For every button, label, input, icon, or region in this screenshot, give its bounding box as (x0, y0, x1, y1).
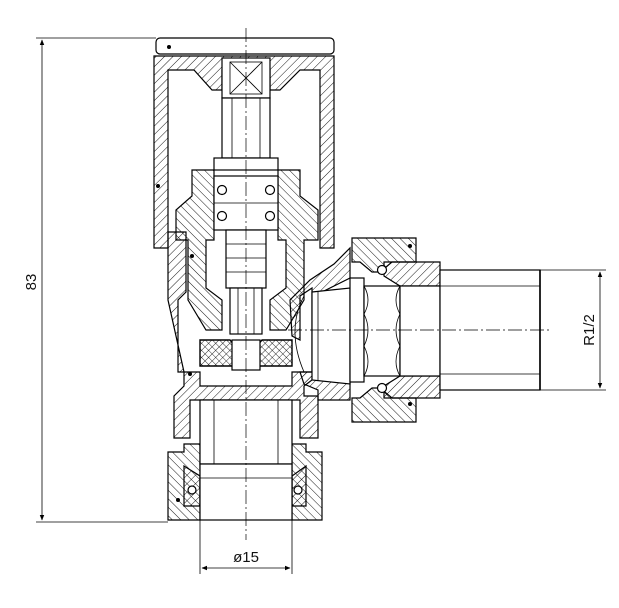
dimension-inlet-diameter: ø15 (199, 520, 293, 574)
dimension-height: 83 (23, 37, 168, 523)
height-dimension-label: 83 (23, 274, 40, 291)
outlet-bore (294, 287, 351, 385)
outlet-thread-label: R1/2 (581, 314, 598, 346)
union-nut (351, 237, 441, 423)
seat-washer (199, 339, 293, 371)
dimension-outlet-thread: R1/2 (540, 269, 606, 391)
handle-cap (153, 37, 335, 249)
center-lines (245, 28, 552, 540)
inlet-diameter-label: ø15 (233, 549, 259, 566)
